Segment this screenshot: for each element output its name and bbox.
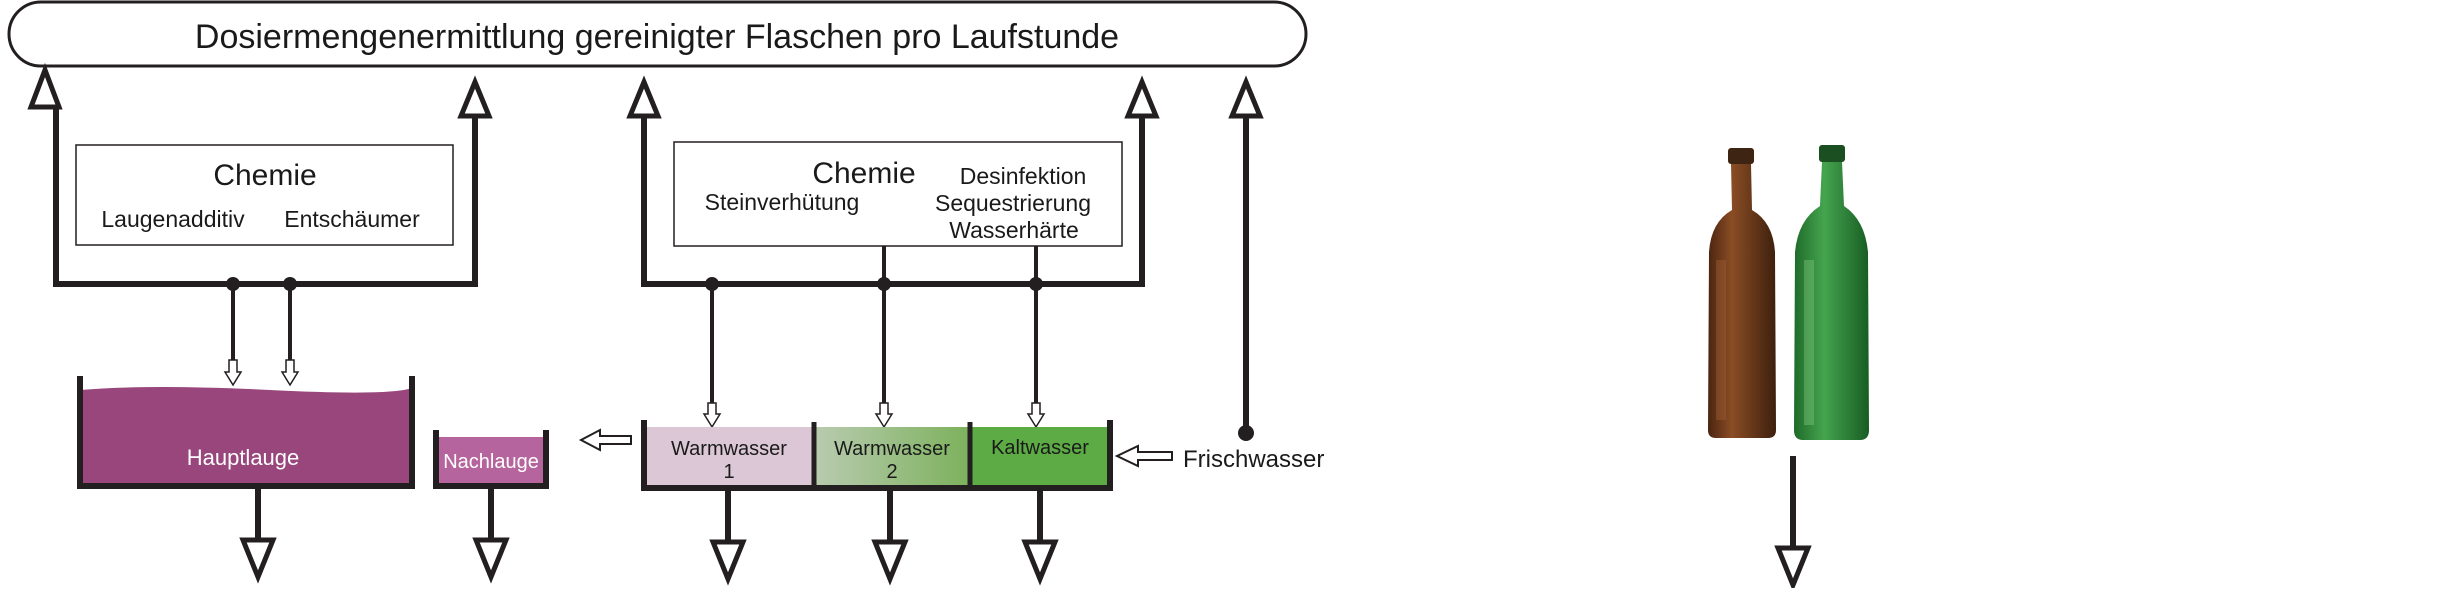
chem-right-left-item: Steinverhütung (705, 189, 860, 215)
chem-right-item-3: Wasserhärte (949, 217, 1079, 243)
warmwasser-2-label-line2: 2 (886, 461, 897, 483)
chem-right-item-2: Sequestrierung (935, 190, 1091, 216)
bottles-down-arrow (1774, 456, 1812, 592)
nachlauge-label: Nachlauge (443, 451, 539, 473)
up-arrow-5 (1228, 75, 1264, 119)
chem-right-item-1: Desinfektion (960, 163, 1087, 189)
title-text: Dosiermengenermittlung gereinigter Flasc… (195, 18, 1119, 56)
drain-arrow-warmwasser-2 (871, 539, 909, 586)
up-arrow-4 (1124, 75, 1160, 119)
up-arrow-2 (457, 75, 493, 119)
chem-left-group: Chemie Laugenadditiv Entschäumer (53, 107, 478, 387)
up-arrows (27, 62, 1264, 119)
chem-left-box (75, 144, 454, 246)
chem-left-heading: Chemie (213, 159, 316, 192)
title-box: Dosiermengenermittlung gereinigter Flasc… (7, 0, 1308, 68)
drain-arrow-warmwasser-1 (709, 539, 747, 586)
dosing-arrow (702, 402, 722, 429)
chem-right-heading: Chemie (812, 157, 915, 190)
frischwasser-label: Frischwasser (1183, 446, 1324, 473)
bottle-brown (1708, 148, 1776, 438)
tank-kaltwasser (970, 427, 1110, 487)
drain-arrow-kaltwasser (1021, 539, 1059, 586)
drain-arrow-nachlauge (472, 537, 510, 584)
hauptlauge-label: Hauptlauge (187, 445, 300, 470)
drain-arrow-hauptlauge (239, 537, 277, 584)
chem-left-item-1: Laugenadditiv (101, 206, 245, 232)
tank-warmwasser-1 (644, 427, 814, 487)
junction-dot (1238, 425, 1254, 441)
water-tanks: Warmwasser 1 Warmwasser 2 Kaltwasser (641, 420, 1113, 491)
dosing-arrow (280, 359, 300, 387)
dosing-arrow (223, 359, 243, 387)
dosing-arrow (874, 402, 894, 429)
warmwasser-2-label-line1: Warmwasser (834, 438, 950, 460)
dosing-arrow (1026, 402, 1046, 429)
chem-right-box (673, 141, 1123, 247)
up-arrow-1 (27, 62, 63, 110)
tank-nachlauge: Nachlauge (433, 430, 549, 489)
bottle-green (1794, 145, 1869, 440)
frischwasser-line (1238, 116, 1254, 441)
overflow-arrow (578, 428, 632, 452)
drain-arrows (239, 488, 1059, 586)
tank-hauptlauge: Hauptlauge (77, 376, 415, 489)
warmwasser-1-label-line2: 1 (723, 461, 734, 483)
warmwasser-1-label-line1: Warmwasser (671, 438, 787, 460)
tank-warmwasser-2 (814, 427, 970, 487)
up-arrow-3 (626, 75, 662, 119)
frischwasser-inlet-arrow (1114, 444, 1173, 468)
chem-left-item-2: Entschäumer (284, 206, 420, 232)
kaltwasser-label: Kaltwasser (991, 437, 1089, 459)
chem-right-group: Chemie Steinverhütung Desinfektion Seque… (641, 116, 1145, 429)
